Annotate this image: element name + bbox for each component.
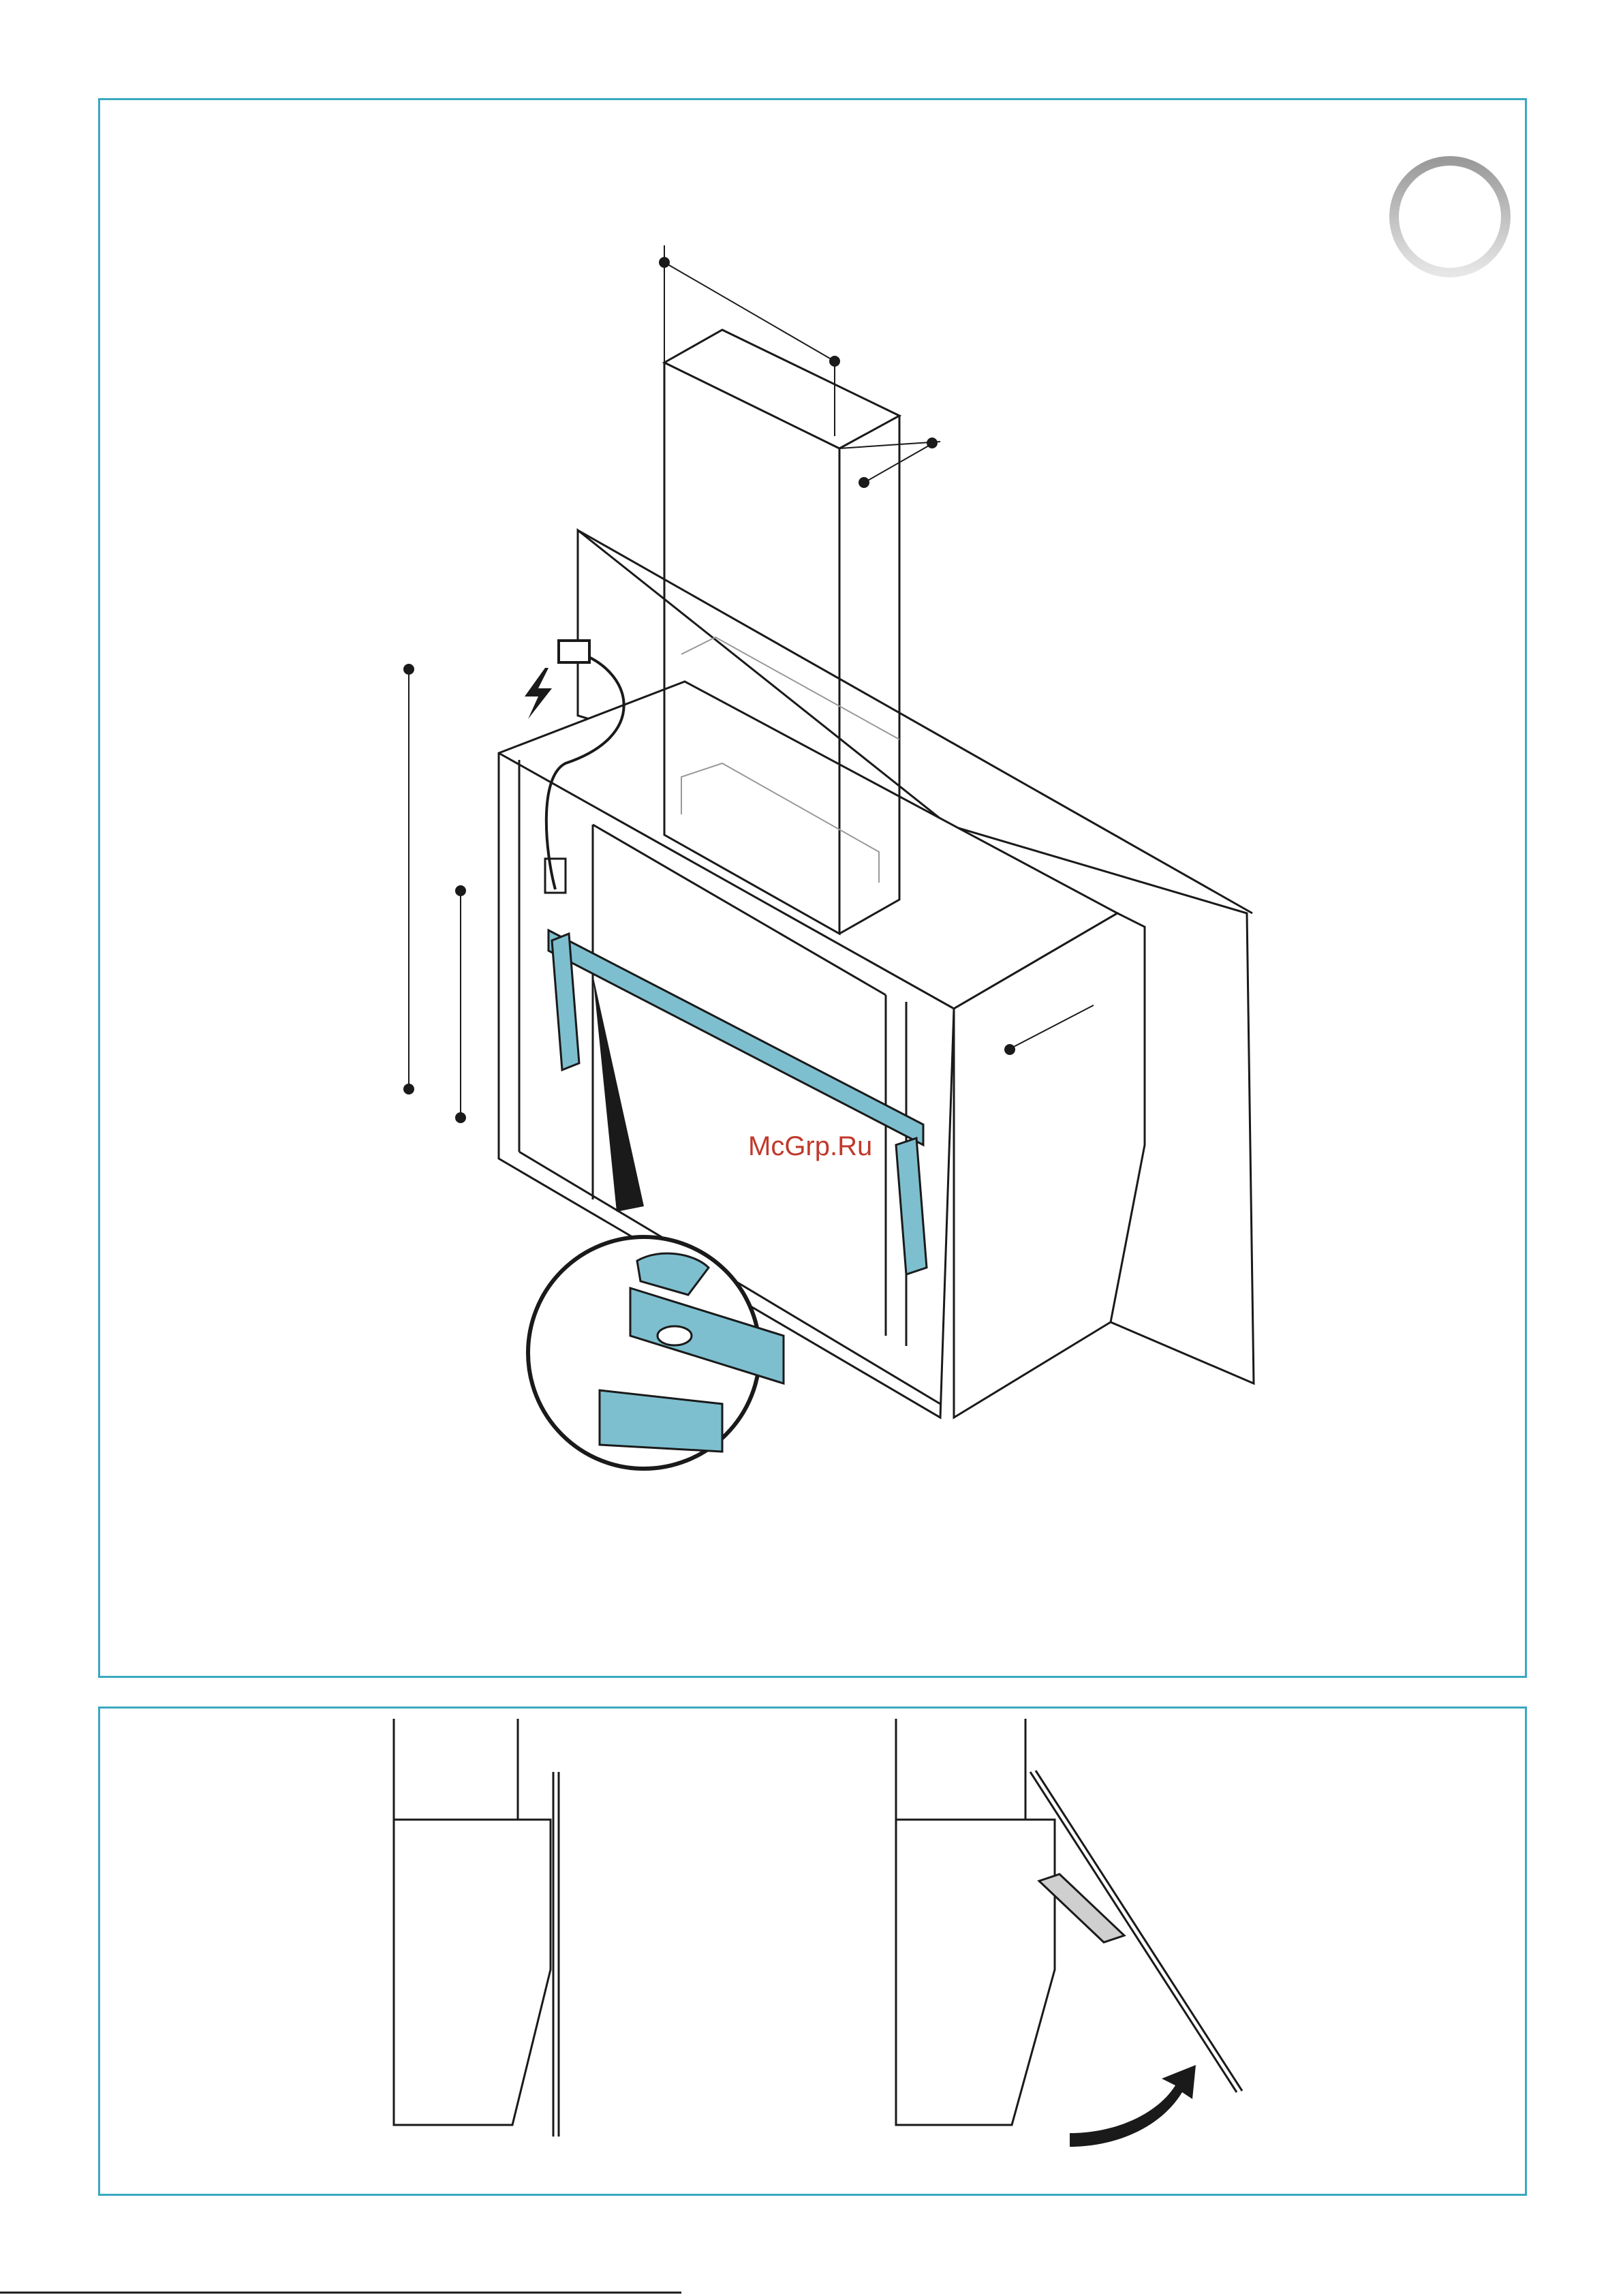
step-marker-icon [1394, 161, 1506, 273]
lightning-bolt-icon [525, 668, 552, 719]
watermark-text: McGrp.Ru [748, 1131, 872, 1162]
door-closed-view [394, 1719, 559, 2137]
door-open-view [896, 1719, 1242, 2125]
curved-arrow-icon [1070, 2065, 1196, 2147]
